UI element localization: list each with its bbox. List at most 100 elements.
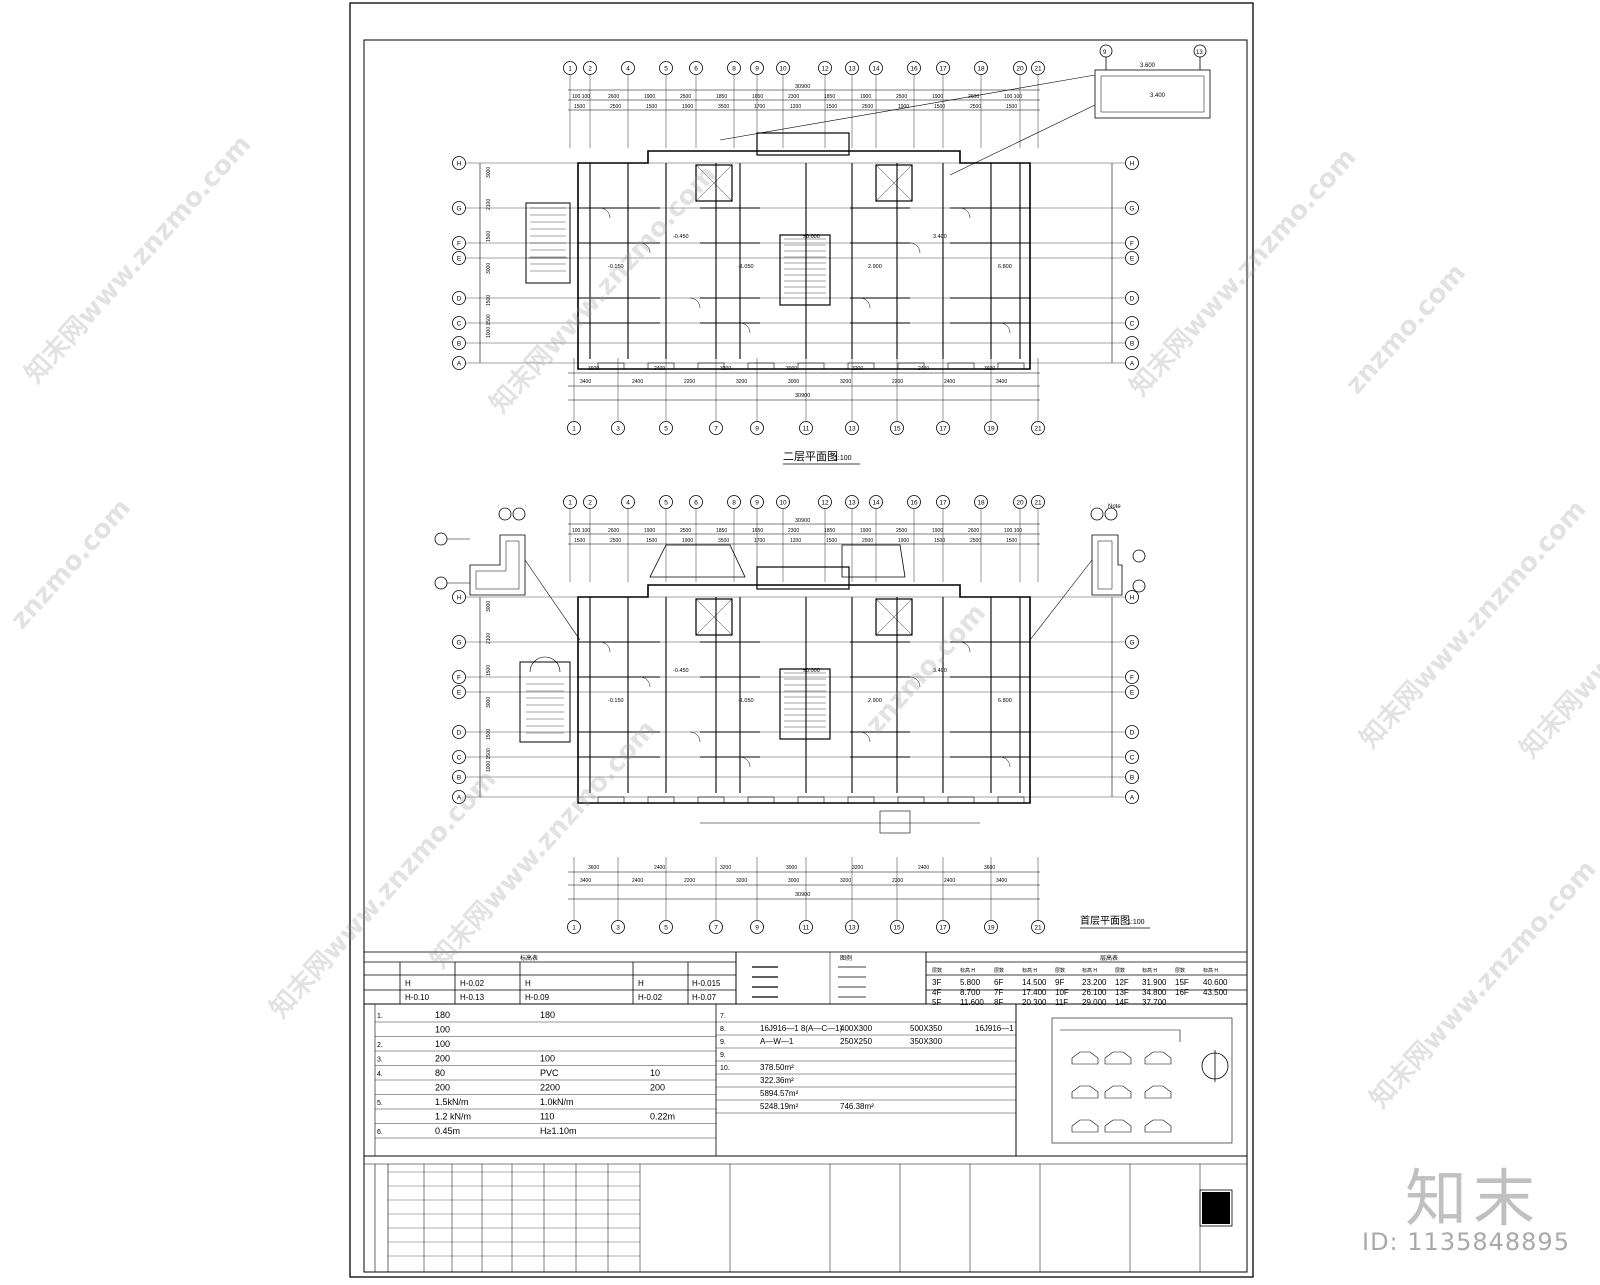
elev-cell-1-2: H-0.09 xyxy=(525,993,550,1002)
floor-cell-0-2: 6F xyxy=(994,978,1003,987)
axis-left-G: G xyxy=(456,205,461,212)
dim-top-b-4: 3500 xyxy=(718,538,729,544)
floor-cell-2-5: 29.000 xyxy=(1082,998,1107,1007)
dim-bot-b-6: 3600 xyxy=(984,865,995,871)
axis-top-10: 10 xyxy=(779,499,787,506)
note-right-c-2: 350X300 xyxy=(910,1037,943,1046)
dim-top-b-4: 3500 xyxy=(718,104,729,110)
dim-top-a-7: 1850 xyxy=(824,528,835,534)
level-5: 3.400 xyxy=(933,234,947,240)
note-left-a-4: 80 xyxy=(435,1068,445,1078)
note-left-b-3: 100 xyxy=(540,1054,555,1064)
axis-right-F: F xyxy=(1130,240,1134,247)
row-dim-2: 1500 xyxy=(486,665,492,676)
axis-left-D: D xyxy=(457,295,462,302)
elev-cell-0-3: H xyxy=(638,979,644,988)
svg-text:Note: Note xyxy=(1108,504,1121,510)
note-right-a-5: 322.36m² xyxy=(760,1076,794,1085)
floor-cell-0-3: 14.500 xyxy=(1022,978,1047,987)
dim-bot-a-8: 3400 xyxy=(996,878,1007,884)
axis-right-B: B xyxy=(1130,774,1134,781)
dim-bot-b-1: 2400 xyxy=(654,865,665,871)
row-dim-2: 1500 xyxy=(486,231,492,242)
axis-left-D: D xyxy=(457,729,462,736)
dim-top-b-8: 2500 xyxy=(862,538,873,544)
dim-bot-a-5: 3200 xyxy=(840,379,851,385)
level-1: -0.450 xyxy=(673,668,689,674)
dim-top-a-12: 100 100 xyxy=(1004,94,1022,100)
dim-top-b-5: 1700 xyxy=(754,104,765,110)
note-left-b-0: 180 xyxy=(540,1010,555,1020)
note-left-a-2: 100 xyxy=(435,1039,450,1049)
floors-table-title: 层高表 xyxy=(1100,954,1118,962)
dim-top-b-3: 1900 xyxy=(682,538,693,544)
dim-bot-a-2: 2200 xyxy=(684,379,695,385)
axis-right-H: H xyxy=(1130,160,1135,167)
axis-bottom-3: 3 xyxy=(616,425,620,432)
note-left-num-4: 4. xyxy=(377,1071,383,1078)
dim-bot-a-3: 3200 xyxy=(736,878,747,884)
note-left-c-7: 0.22m xyxy=(650,1112,675,1122)
floor-cell-1-3: 17.400 xyxy=(1022,988,1047,997)
axis-left-A: A xyxy=(457,794,462,801)
axis-top-6: 6 xyxy=(694,65,698,72)
dim-bot-a-1: 2400 xyxy=(632,379,643,385)
axis-top-1: 1 xyxy=(568,65,572,72)
axis-top-5: 5 xyxy=(664,499,668,506)
note-right-num-3: 9. xyxy=(720,1052,726,1059)
floor-cell-0-0: 3F xyxy=(932,978,941,987)
dim-bot-b-2: 3200 xyxy=(720,865,731,871)
dim-top-a-5: 1650 xyxy=(752,528,763,534)
axis-right-A: A xyxy=(1130,794,1135,801)
floor-cell-2-1: 11.600 xyxy=(960,998,984,1007)
axis-top-4: 4 xyxy=(626,499,630,506)
axis-top-9: 9 xyxy=(755,65,759,72)
inset-detail-top: 9 13 3.600 3.400 xyxy=(719,44,1211,176)
axis-left-E: E xyxy=(457,689,462,696)
floor-cell-2-6: 14F xyxy=(1115,998,1129,1007)
floor-cell-1-5: 26.100 xyxy=(1082,988,1107,997)
legend-title: 图例 xyxy=(840,954,852,962)
floor-cell-1-0: 4F xyxy=(932,988,941,997)
note-left-b-4: PVC xyxy=(540,1068,559,1078)
floor-cell-2-4: 11F xyxy=(1055,998,1068,1007)
axis-bottom-21: 21 xyxy=(1034,425,1042,432)
note-left-c-4: 10 xyxy=(650,1068,660,1078)
dim-top-a-10: 1900 xyxy=(932,528,943,534)
axis-top-17: 17 xyxy=(939,65,947,72)
axis-bottom-7: 7 xyxy=(714,425,718,432)
floor-head-0: 层数 xyxy=(932,967,942,974)
axis-left-H: H xyxy=(457,594,462,601)
row-dim-0: 3000 xyxy=(486,167,492,178)
elev-cell-0-4: H-0.015 xyxy=(692,979,721,988)
dim-bot-a-4: 3000 xyxy=(788,379,799,385)
dim-top-a-4: 1850 xyxy=(716,94,727,100)
dim-top-a-10: 1900 xyxy=(932,94,943,100)
dim-bot-a-7: 2400 xyxy=(944,379,955,385)
level-0: -0.150 xyxy=(608,698,624,704)
axis-top-5: 5 xyxy=(664,65,668,72)
floor-head-6: 层数 xyxy=(1115,967,1125,974)
dim-top-b-2: 1500 xyxy=(646,538,657,544)
axis-top-6: 6 xyxy=(694,499,698,506)
dim-top-b-7: 1500 xyxy=(826,538,837,544)
dim-bot-a-0: 3400 xyxy=(580,379,591,385)
axis-top-16: 16 xyxy=(910,499,918,506)
row-dim-3: 3000 xyxy=(486,697,492,708)
level-4: 2.900 xyxy=(868,264,882,270)
dim-top-a-6: 2300 xyxy=(788,94,799,100)
elev-cell-1-4: H-0.07 xyxy=(692,993,717,1002)
note-left-b-5: 2200 xyxy=(540,1083,560,1093)
level-6: 6.800 xyxy=(998,698,1012,704)
axis-left-C: C xyxy=(457,754,462,761)
dim-top-b-11: 2500 xyxy=(970,104,981,110)
axis-top-4: 4 xyxy=(626,65,630,72)
elev-cell-1-1: H-0.13 xyxy=(460,993,485,1002)
dim-top-a-3: 2500 xyxy=(680,528,691,534)
floor-cell-0-4: 9F xyxy=(1055,978,1064,987)
inset-detail-left xyxy=(434,507,581,641)
dim-top-b-1: 2500 xyxy=(610,104,621,110)
note-right-b-1: 400X300 xyxy=(840,1024,873,1033)
